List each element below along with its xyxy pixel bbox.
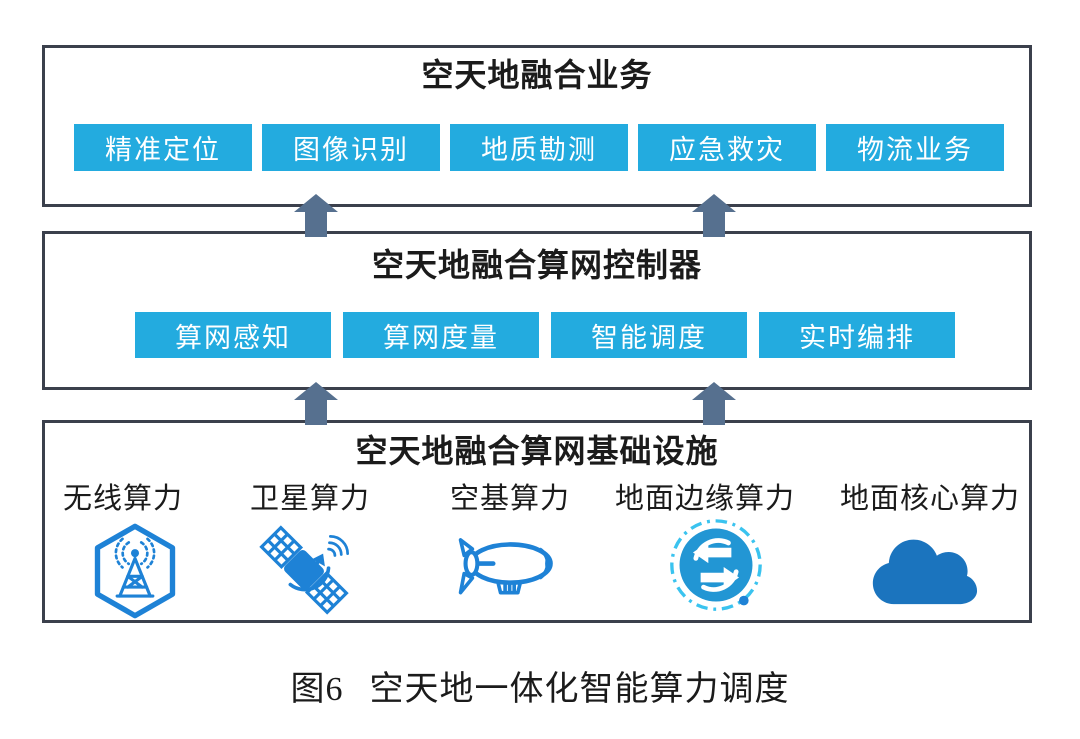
infrastructure-layer-title: 空天地融合算网基础设施	[355, 433, 719, 469]
controller-layer-box: 空天地融合算网控制器	[42, 231, 1032, 390]
controller-chip-row: 算网感知 算网度量 智能调度 实时编排	[135, 312, 955, 358]
up-arrow-icon	[692, 382, 736, 425]
node-label-wireless: 无线算力	[62, 483, 184, 515]
service-chip: 物流业务	[826, 124, 1004, 171]
node-label-satellite: 卫星算力	[249, 483, 371, 515]
wireless-tower-hexagon-icon	[94, 523, 176, 619]
controller-chip: 算网度量	[343, 312, 539, 358]
cloud-icon	[872, 539, 978, 605]
figure-title: 空天地一体化智能算力调度	[369, 671, 790, 708]
services-layer-title: 空天地融合业务	[421, 57, 653, 93]
services-chip-row: 精准定位 图像识别 地质勘测 应急救灾 物流业务	[74, 124, 1004, 171]
node-label-airborne: 空基算力	[449, 483, 571, 515]
node-label-edge: 地面边缘算力	[614, 483, 796, 515]
controller-chip: 智能调度	[551, 312, 747, 358]
service-chip: 精准定位	[74, 124, 252, 171]
service-chip: 应急救灾	[638, 124, 816, 171]
controller-chip: 实时编排	[759, 312, 955, 358]
figure-number: 图6	[290, 671, 344, 708]
node-label-core: 地面核心算力	[839, 483, 1021, 515]
service-chip: 地质勘测	[450, 124, 628, 171]
up-arrow-icon	[294, 194, 338, 237]
airship-icon	[458, 538, 553, 595]
service-chip: 图像识别	[262, 124, 440, 171]
controller-layer-title: 空天地融合算网控制器	[371, 247, 702, 283]
controller-chip: 算网感知	[135, 312, 331, 358]
edge-exchange-icon	[670, 519, 762, 611]
satellite-icon	[259, 525, 349, 615]
infrastructure-layer-box: 空天地融合算网基础设施	[42, 420, 1032, 623]
up-arrow-icon	[692, 194, 736, 237]
figure-caption: 图6 空天地一体化智能算力调度	[0, 661, 1080, 710]
up-arrow-icon	[294, 382, 338, 425]
